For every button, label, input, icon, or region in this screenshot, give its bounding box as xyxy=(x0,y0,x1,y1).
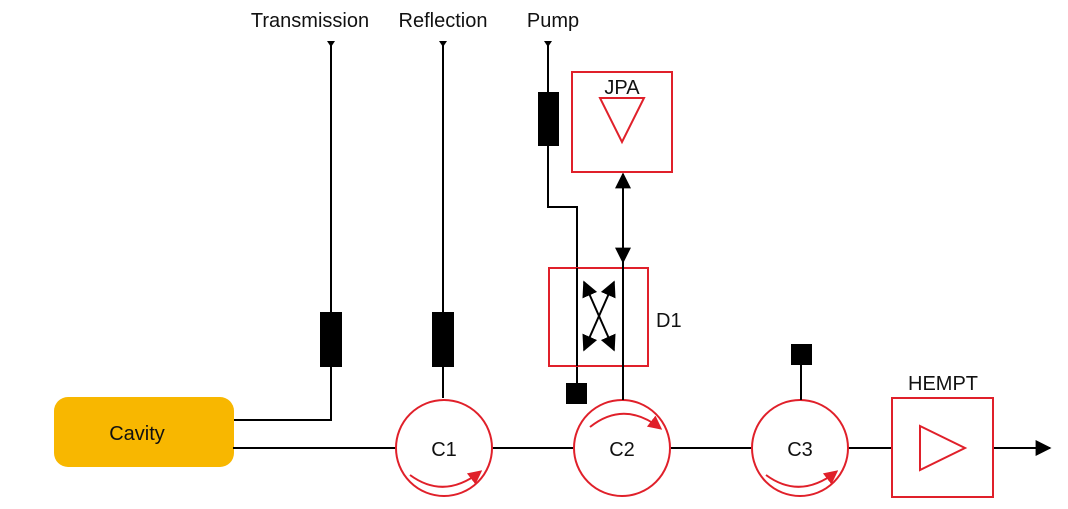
hempt-label: HEMPT xyxy=(908,373,978,395)
transmission-port-terminal xyxy=(327,41,335,47)
c3-rotation-arrow xyxy=(765,470,839,488)
d1-label: D1 xyxy=(656,310,682,332)
reflection-port-terminal xyxy=(439,41,447,47)
c1-rotation-arrow xyxy=(409,470,483,488)
pump-attenuator xyxy=(538,92,559,146)
jpa-label: JPA xyxy=(604,77,640,99)
c1-label: C1 xyxy=(431,439,457,461)
hempt-amplifier-symbol xyxy=(919,424,968,472)
reflection-port-label: Reflection xyxy=(399,10,488,32)
c2-rotation-arrow xyxy=(589,412,663,430)
circulator-c1 xyxy=(395,399,493,497)
cavity-box xyxy=(54,397,234,467)
transmission-line xyxy=(233,45,332,421)
transmission-attenuator xyxy=(320,312,342,367)
c3-label: C3 xyxy=(787,439,813,461)
transmission-port-label: Transmission xyxy=(251,10,369,32)
directional-coupler-d1 xyxy=(548,267,649,367)
pump-port-label: Pump xyxy=(527,10,579,32)
hempt-box xyxy=(891,397,994,498)
coupling-arrow-2 xyxy=(582,280,616,352)
c3-termination xyxy=(791,344,812,365)
jpa-box xyxy=(571,71,673,173)
reflection-attenuator xyxy=(432,312,454,367)
pump-termination xyxy=(566,383,587,404)
pump-port-terminal xyxy=(544,41,552,47)
jpa-amplifier-symbol xyxy=(598,97,646,145)
c2-label: C2 xyxy=(609,439,635,461)
cavity-label: Cavity xyxy=(109,423,165,445)
